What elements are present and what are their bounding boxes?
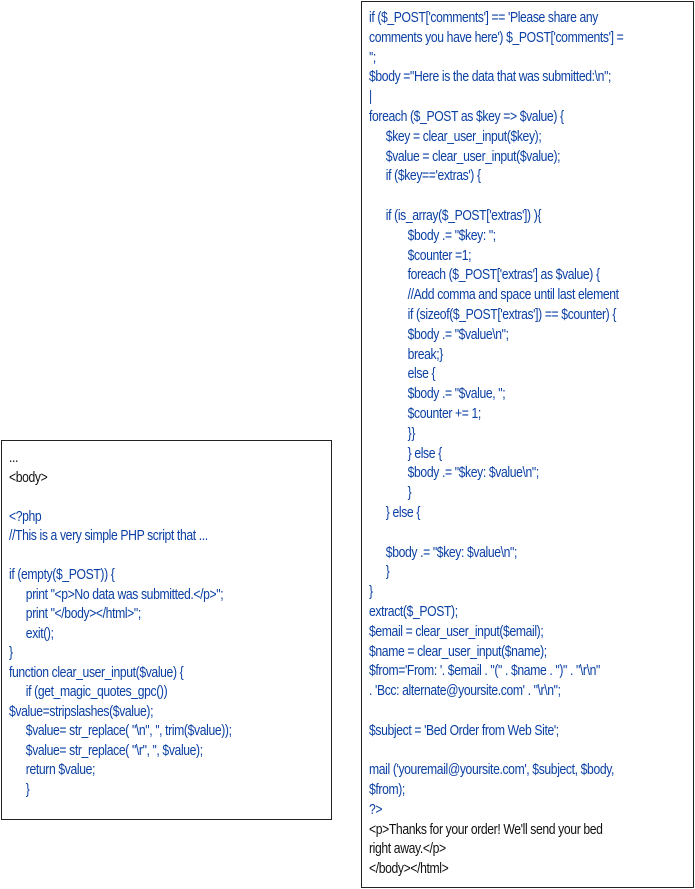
code-line — [9, 547, 279, 567]
code-line: if ($_POST['comments'] == 'Please share … — [369, 10, 599, 26]
code-line: } — [9, 645, 13, 661]
code-line: $body .= "$key: $value\n"; — [385, 544, 518, 561]
code-line: return $value; — [25, 762, 96, 778]
code-line: }} — [407, 425, 416, 442]
code-line: extract($_POST); — [369, 603, 458, 620]
code-line: $subject = 'Bed Order from Web Site'; — [369, 722, 559, 739]
code-line: if ($key=='extras') { — [385, 168, 481, 185]
code-line: | — [369, 89, 372, 106]
code-line: if (is_array($_POST['extras']) ){ — [385, 207, 542, 224]
code-line: $body .= "$value\n"; — [407, 326, 509, 343]
code-line: if (empty($_POST)) { — [9, 567, 115, 583]
right-code-panel: if ($_POST['comments'] == 'Please share … — [361, 1, 694, 888]
code-line: if (sizeof($_POST['extras']) == $counter… — [407, 306, 617, 323]
code-line: right away.</p> — [369, 841, 446, 858]
code-line: $counter =1; — [407, 247, 472, 264]
code-line: <p>Thanks for your order! We'll send you… — [369, 821, 603, 838]
code-line: $from='From: '. $email . "(" . $name . "… — [369, 663, 600, 680]
code-line: function clear_user_input($value) { — [9, 664, 184, 681]
code-line: $body .= "$value, "; — [407, 386, 506, 403]
code-line: foreach ($_POST['extras'] as $value) { — [407, 267, 600, 284]
code-line: $value=stripslashes($value); — [9, 703, 154, 720]
code-line: $name = clear_user_input($name); — [369, 643, 547, 660]
code-line: ''; — [369, 49, 376, 66]
code-line: ?> — [369, 801, 383, 818]
code-line: } — [25, 781, 30, 798]
code-line: $value= str_replace( "\n", '', trim($val… — [25, 723, 232, 739]
code-line: break;} — [407, 346, 444, 363]
code-line: $body .= "$key: $value\n"; — [407, 465, 540, 482]
code-line: $body .= "$key: "; — [407, 227, 497, 244]
code-line: $key = clear_user_input($key); — [385, 128, 542, 145]
code-line: $counter += 1; — [407, 405, 482, 422]
code-line — [369, 524, 641, 544]
code-line: </body></html> — [369, 861, 449, 878]
code-line: $from); — [369, 782, 405, 799]
code-line: <?php — [9, 508, 42, 525]
code-line — [369, 187, 641, 207]
code-line: //This is a very simple PHP script that … — [9, 528, 208, 544]
code-line: } else { — [407, 445, 443, 462]
code-line: } else { — [385, 504, 421, 521]
code-line: print "</body></html>"; — [25, 606, 141, 622]
code-line: exit(); — [25, 625, 54, 642]
code-line: $body ="Here is the data that was submit… — [369, 69, 612, 86]
code-line: print "<p>No data was submitted.</p>"; — [25, 586, 224, 603]
code-line: foreach ($_POST as $key => $value) { — [369, 108, 564, 125]
code-line: else { — [407, 366, 436, 383]
code-line: $email = clear_user_input($email); — [369, 623, 544, 640]
code-line — [9, 488, 279, 508]
code-line: //Add comma and space until last element — [407, 287, 619, 304]
code-line: $value= str_replace( "\r", '', $value); — [25, 742, 203, 759]
code-line: } — [385, 564, 390, 581]
code-line — [369, 741, 641, 761]
code-line: <body> — [9, 469, 48, 486]
code-line — [369, 702, 641, 722]
code-line: if (get_magic_quotes_gpc()) — [25, 684, 168, 700]
code-line: } — [407, 485, 412, 502]
code-line: $value = clear_user_input($value); — [385, 148, 561, 165]
left-code-panel: ... <body> <?php //This is a very simple PH… — [1, 440, 332, 820]
code-line: ... — [9, 450, 19, 466]
code-line: comments you have here') $_POST['comment… — [369, 29, 624, 46]
code-line: . 'Bcc: alternate@yoursite.com' . "\r\n"… — [369, 683, 561, 700]
code-line: mail ('youremail@yoursite.com', $subject… — [369, 762, 615, 779]
code-line: } — [369, 584, 373, 601]
